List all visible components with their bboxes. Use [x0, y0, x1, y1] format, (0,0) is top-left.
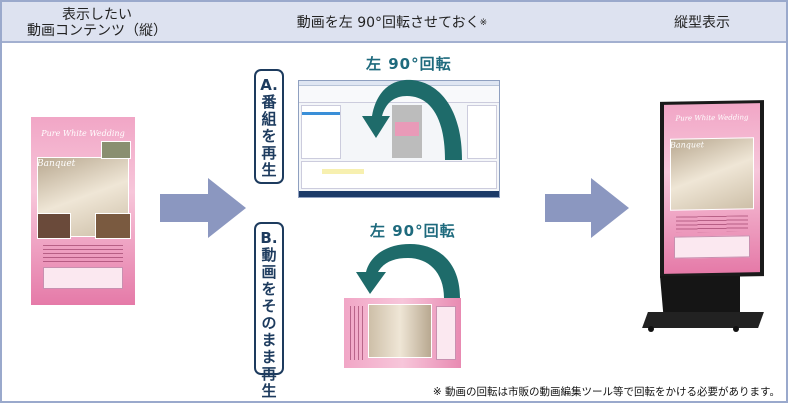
label-char: 番 — [261, 93, 277, 111]
rotate-label: 左 90°回転 — [366, 55, 452, 73]
label-char: 組 — [261, 110, 277, 128]
rotated-poster — [344, 298, 461, 368]
right-arrow-icon — [160, 178, 246, 238]
poster-info-box — [43, 267, 123, 289]
poster-photo — [95, 213, 131, 239]
label-char: を — [261, 280, 277, 298]
header-text: 動画コンテンツ（縦） — [27, 22, 167, 39]
option-a-label: A. 番 組 を 再 生 — [254, 69, 284, 184]
label-char: 生 — [261, 161, 277, 179]
poster-info-box — [436, 306, 456, 360]
poster-title: Pure White Wedding — [675, 113, 749, 123]
stand-base — [642, 312, 764, 328]
poster-photo — [101, 141, 131, 159]
poster-text-lines — [350, 306, 364, 360]
rotate-label: 左 90°回転 — [370, 222, 456, 240]
footnote: ※ 動画の回転は市販の動画編集ツール等で回転をかける必要があります。 — [432, 386, 780, 398]
header-rotate-step: 動画を左 90°回転させておく※ — [262, 2, 522, 43]
rotate-left-arrow-icon — [362, 79, 462, 160]
label-char: ま — [261, 331, 277, 349]
header-band: 表示したい 動画コンテンツ（縦） 動画を左 90°回転させておく※ 縦型表示 — [2, 2, 786, 43]
label-char: ま — [261, 348, 277, 366]
label-char: の — [261, 314, 277, 332]
header-portrait-display: 縦型表示 — [642, 2, 762, 43]
timeline — [301, 161, 497, 189]
taskbar — [299, 191, 499, 197]
label-char: そ — [261, 297, 277, 315]
rotate-left-arrow-icon — [356, 244, 460, 298]
label-char: 再 — [261, 365, 277, 383]
header-text: 表示したい — [62, 6, 132, 23]
label-char: 画 — [261, 263, 277, 281]
poster-text-lines — [676, 215, 748, 233]
header-text: 縦型表示 — [674, 14, 730, 31]
properties-panel — [467, 105, 497, 159]
displayed-poster: Pure White Wedding Banquet — [664, 103, 760, 274]
header-source-content: 表示したい 動画コンテンツ（縦） — [22, 2, 172, 43]
video-editor-screenshot — [298, 80, 500, 198]
header-text: 動画を左 90°回転させておく — [296, 14, 480, 31]
caster — [648, 326, 654, 332]
portrait-poster: Pure White Wedding Banquet — [31, 117, 135, 305]
option-b-label: B. 動 画 を そ の ま ま 再 生 — [254, 222, 284, 400]
label-char: を — [261, 127, 277, 145]
option-letter: A. — [260, 76, 278, 94]
project-panel — [301, 105, 341, 159]
poster-title: Pure White Wedding — [41, 129, 125, 138]
poster-photo — [37, 213, 71, 239]
footnote-mark: ※ — [479, 17, 488, 28]
poster-section: Banquet — [670, 140, 705, 150]
preview-area — [392, 105, 422, 158]
label-char: 再 — [261, 144, 277, 162]
caster — [733, 326, 739, 332]
poster-photo — [368, 304, 432, 358]
poster-text-lines — [43, 245, 123, 263]
label-char: 動 — [261, 246, 277, 264]
label-char: 生 — [261, 382, 277, 400]
poster-section: Banquet — [37, 159, 76, 169]
option-letter: B. — [260, 229, 278, 247]
right-arrow-icon — [545, 178, 629, 238]
poster-info-box — [674, 235, 750, 259]
